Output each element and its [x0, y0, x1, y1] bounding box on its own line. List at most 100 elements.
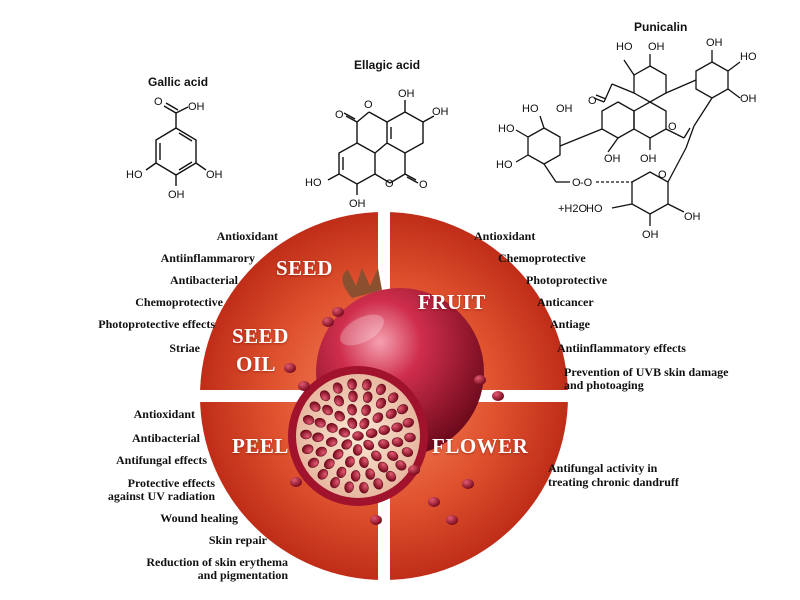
aril [404, 432, 416, 443]
aril [345, 456, 355, 468]
aril [347, 378, 357, 391]
seed-property: Chemoprotective [135, 295, 223, 309]
aril [332, 382, 343, 394]
loose-aril [284, 363, 296, 373]
aril [397, 404, 409, 415]
seed-property: Photoprotective effects [98, 317, 215, 331]
fruit-property: Antiage [550, 317, 590, 331]
loose-aril [462, 479, 474, 489]
aril [330, 477, 340, 489]
aril [376, 383, 386, 395]
aril [387, 450, 399, 461]
flower-property: Antifungal activity in [548, 461, 658, 475]
aril [302, 444, 314, 455]
loose-aril [290, 477, 302, 487]
aril [387, 392, 399, 404]
fruit-property: Antioxidant [474, 229, 536, 243]
fruit-property: and photoaging [564, 378, 644, 392]
aril [365, 428, 378, 439]
aril [307, 457, 319, 468]
aril [359, 481, 369, 494]
aril [395, 460, 407, 471]
peel-property: against UV radiation [107, 489, 215, 503]
seed-property: Antiinflammarory [160, 251, 255, 265]
aril [326, 423, 338, 433]
aril [322, 404, 333, 416]
aril [352, 431, 364, 441]
aril [371, 450, 382, 462]
quadrant-flower-label: FLOWER [432, 434, 529, 458]
fruit-property: Antiinflammatory effects [557, 341, 686, 355]
punicalin-title: Punicalin [634, 20, 688, 34]
aril [359, 456, 369, 469]
aril [341, 439, 353, 450]
loose-aril [332, 307, 344, 317]
aril [352, 444, 363, 456]
peel-property: Wound healing [160, 511, 238, 525]
quadrant-seed-label: SEED [276, 256, 333, 280]
loose-aril [298, 381, 310, 391]
aril [391, 437, 404, 447]
aril [302, 415, 315, 425]
aril [373, 478, 384, 490]
quadrant-fruit-label: FRUIT [418, 290, 486, 314]
peel-property: Antifungal effects [116, 453, 207, 467]
aril [334, 410, 345, 422]
loose-arils [284, 307, 504, 525]
aril [344, 481, 354, 493]
aril [300, 429, 312, 440]
fruit-property: Anticancer [537, 295, 594, 309]
aril [362, 379, 372, 391]
aril [362, 391, 373, 403]
aril [309, 401, 321, 412]
cut-pomegranate [288, 366, 428, 506]
aril [324, 458, 335, 470]
aril [391, 422, 403, 433]
fruit-property: Prevention of UVB skin damage [564, 365, 729, 379]
aril [325, 437, 338, 447]
fruit-property: Photoprotective [526, 273, 608, 287]
aril [378, 439, 390, 449]
loose-aril [446, 515, 458, 525]
fruit-property: Chemoprotective [498, 251, 586, 265]
seed-property: Striae [169, 341, 200, 355]
aril [347, 403, 357, 416]
aril [402, 417, 414, 428]
aril [375, 397, 387, 409]
loose-aril [322, 317, 334, 327]
aril [332, 449, 344, 460]
aril [347, 417, 358, 429]
aril [317, 468, 329, 480]
loose-aril [428, 497, 440, 507]
aril [378, 425, 391, 435]
loose-aril [474, 375, 486, 385]
peel-property: Reduction of skin erythema [146, 555, 288, 569]
aril [385, 470, 397, 482]
aril [312, 432, 324, 443]
aril [372, 412, 384, 423]
aril [401, 447, 414, 457]
aril [315, 446, 327, 457]
peel-property: and pigmentation [197, 568, 288, 582]
aril [319, 390, 331, 402]
aril [348, 390, 358, 403]
aril [385, 408, 397, 419]
seed-property: Antibacterial [170, 273, 238, 287]
loose-aril [408, 465, 420, 475]
peel-property: Protective effects [127, 476, 215, 490]
peel-property: Antioxidant [133, 407, 195, 421]
quadrant-seed-oil-label-line2: OIL [236, 352, 277, 376]
aril [350, 470, 361, 482]
aril [314, 417, 326, 428]
aril [336, 466, 347, 478]
flower-property: treating chronic dandruff [548, 475, 679, 489]
aril [365, 468, 376, 480]
quadrant-peel-label: PEEL [232, 434, 289, 458]
peel-property: Antibacterial [132, 431, 200, 445]
aril [334, 395, 344, 407]
seed-property: Antioxidant [216, 229, 278, 243]
aril [363, 439, 375, 451]
gallic-acid-title: Gallic acid [148, 75, 209, 89]
aril [359, 418, 370, 430]
loose-aril [370, 515, 382, 525]
